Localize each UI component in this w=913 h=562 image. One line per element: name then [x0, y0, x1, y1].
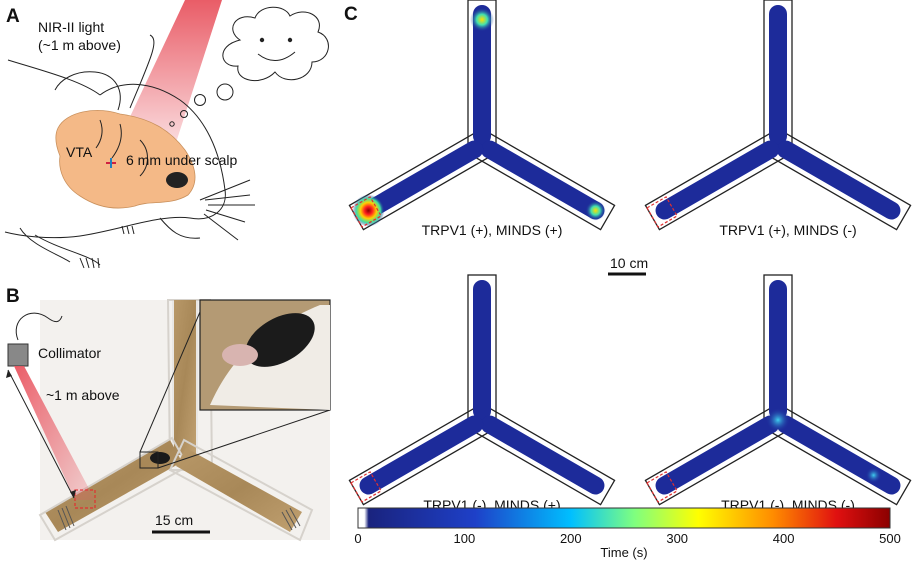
colorbar-tick: 0 — [354, 531, 361, 546]
light-label-line1: NIR-II light — [38, 19, 104, 35]
scale-label-b: 15 cm — [155, 512, 193, 528]
track-left — [776, 140, 901, 220]
panel-b: B — [6, 286, 331, 542]
depth-label: 6 mm under scalp — [126, 152, 237, 168]
brain-shape — [55, 110, 196, 209]
maze-2: TRPV1 (+), MINDS (-) — [644, 0, 912, 238]
maze-1: TRPV1 (+), MINDS (+) — [348, 0, 616, 238]
track-left — [480, 415, 605, 495]
distance-label: ~1 m above — [46, 387, 120, 403]
maze-4: TRPV1 (-), MINDS (-) — [644, 274, 912, 513]
colorbar-tick: 500 — [879, 531, 901, 546]
track-right — [655, 140, 780, 220]
track-right — [359, 415, 484, 495]
stimulation-zone — [646, 471, 678, 503]
panel-c-label: C — [344, 4, 358, 25]
stimulation-zone — [350, 471, 382, 503]
track-top — [769, 280, 787, 420]
track-left — [480, 140, 605, 220]
vta-marker-icon — [106, 158, 116, 168]
distance-arrow — [6, 369, 76, 499]
colorbar-tick: 100 — [454, 531, 476, 546]
vta-label: VTA — [66, 144, 93, 160]
hotspot-right — [585, 200, 606, 221]
hotspot-center — [766, 408, 790, 432]
collimator-beam — [14, 366, 95, 500]
nir-beam — [112, 0, 222, 155]
stimulation-zone — [350, 196, 382, 228]
maze-grid: TRPV1 (+), MINDS (+) TRPV1 (+), MINDS (-)… — [348, 0, 912, 513]
colorbar: 0 100 200 300 400 500 Time (s) — [354, 507, 901, 560]
panel-a: A NIR-II light (~1 m above) — [4, 0, 329, 269]
mouse-eye — [166, 172, 188, 188]
scale-label-c: 10 cm — [610, 255, 648, 271]
track-right — [655, 415, 780, 495]
light-label-line2: (~1 m above) — [38, 37, 121, 53]
panel-b-label: B — [6, 286, 20, 307]
panel-c: C TRPV1 (+), MINDS (+)TRPV1 (+), MINDS (… — [344, 0, 912, 560]
zoom-inset — [139, 299, 331, 469]
hotspot-top — [470, 7, 494, 32]
hotspot-left — [352, 194, 385, 227]
thought-cloud-icon — [169, 6, 329, 127]
panel-a-label: A — [6, 6, 20, 27]
maze-photo — [38, 299, 314, 542]
track-top — [473, 5, 491, 145]
mouse-drawing — [4, 34, 255, 269]
track-left — [776, 415, 901, 495]
condition-label: TRPV1 (+), MINDS (+) — [422, 222, 563, 238]
colorbar-label: Time (s) — [600, 545, 647, 560]
track-top — [473, 280, 491, 420]
track-right — [359, 140, 484, 220]
condition-label: TRPV1 (+), MINDS (-) — [719, 222, 856, 238]
colorbar-tick: 300 — [666, 531, 688, 546]
maze-3: TRPV1 (-), MINDS (+) — [348, 274, 616, 513]
colorbar-tick: 400 — [773, 531, 795, 546]
colorbar-tick: 200 — [560, 531, 582, 546]
track-top — [769, 5, 787, 145]
collimator-label: Collimator — [38, 345, 101, 361]
hotspot-right — [865, 467, 882, 484]
